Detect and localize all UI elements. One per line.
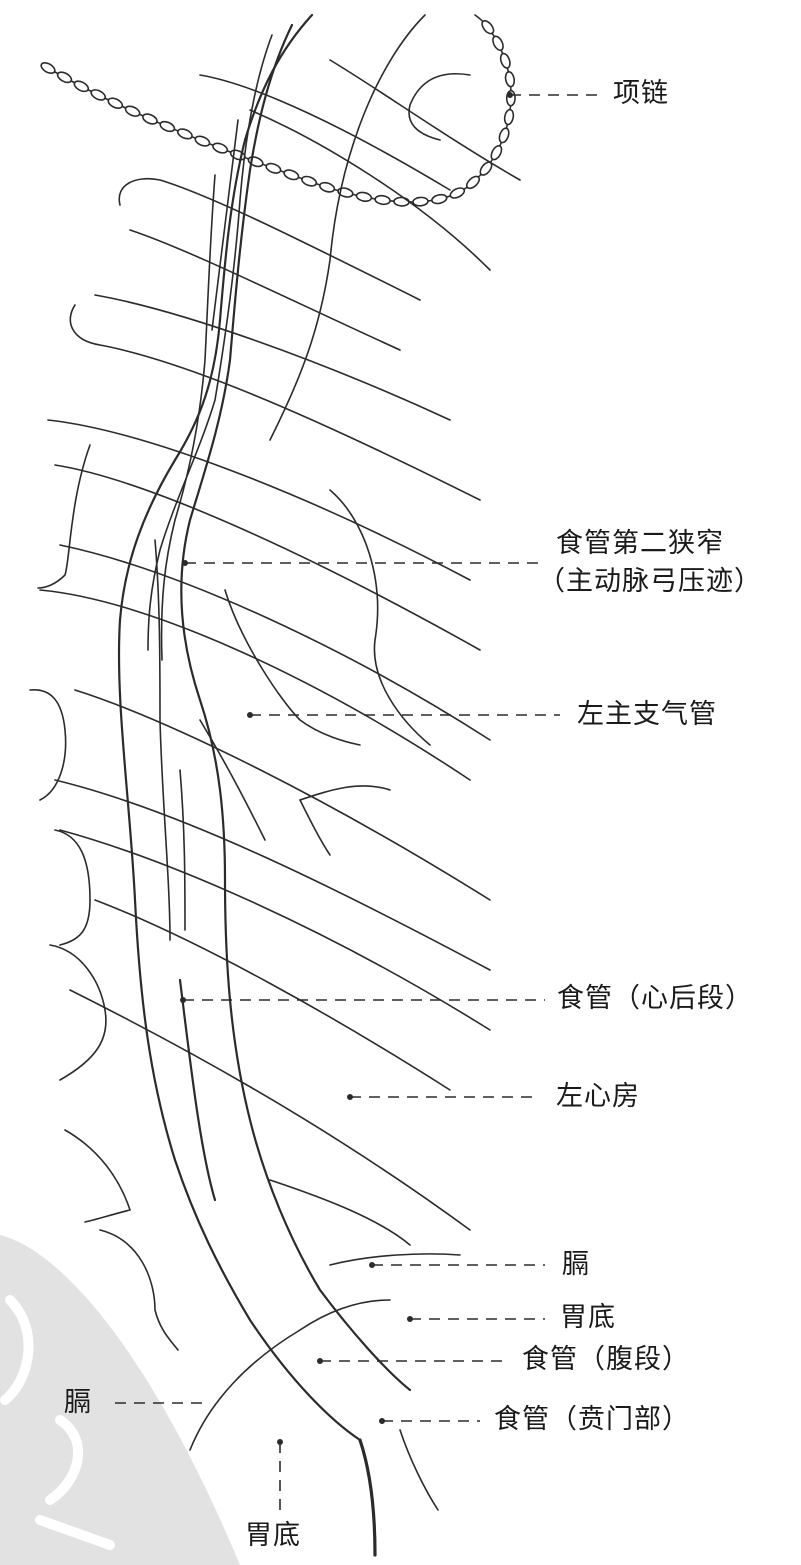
necklace-bead — [265, 162, 282, 174]
necklace-bead — [393, 196, 410, 207]
esophagus — [117, 13, 412, 1557]
label-diaphragm-left: 膈 — [64, 1387, 92, 1418]
watermark-shape — [0, 1235, 240, 1565]
necklace-bead — [56, 71, 73, 84]
necklace-bead — [449, 187, 466, 199]
label-left-atrium: 左心房 — [556, 1081, 640, 1112]
necklace-bead — [319, 181, 336, 193]
necklace-bead — [431, 193, 448, 205]
necklace-bead — [481, 19, 495, 35]
necklace-bead — [283, 169, 300, 181]
rib-outlines — [29, 14, 521, 1351]
necklace-bead — [503, 108, 515, 126]
necklace-bead — [90, 89, 106, 101]
necklace-bead — [194, 135, 211, 147]
label-fundus-right: 胃底 — [560, 1302, 616, 1333]
label-esophagus-abdominal: 食管（腹段） — [522, 1344, 690, 1375]
necklace-bead — [355, 191, 373, 202]
necklace-bead — [40, 61, 56, 75]
label-aortic-arch-impression: （主动脉弓压迹） — [538, 566, 762, 597]
necklace-bead — [212, 142, 229, 154]
label-necklace: 项链 — [613, 78, 669, 109]
label-second-narrowing: 食管第二狭窄 — [556, 528, 724, 559]
label-esophagus-retrocardiac: 食管（心后段） — [557, 983, 753, 1014]
necklace-bead — [412, 196, 429, 207]
watermark-glyph — [0, 1295, 115, 1550]
necklace-bead — [124, 105, 141, 117]
necklace-bead — [490, 145, 503, 161]
necklace-bead — [492, 35, 504, 52]
necklace-bead — [107, 97, 124, 109]
label-diaphragm-right: 膈 — [562, 1249, 590, 1280]
necklace-bead — [142, 113, 158, 125]
label-fundus-bottom: 胃底 — [245, 1520, 301, 1551]
necklace-bead — [498, 127, 510, 144]
necklace-bead — [73, 80, 90, 93]
necklace-bead — [301, 175, 318, 187]
leader-lines — [115, 92, 600, 1515]
necklace-bead — [504, 70, 516, 88]
necklace-bead — [465, 175, 481, 190]
label-esophagus-cardia: 食管（贲门部） — [494, 1404, 690, 1435]
necklace-bead — [176, 128, 193, 140]
necklace-bead — [337, 187, 354, 198]
label-left-main-bronchus: 左主支气管 — [577, 699, 717, 730]
necklace — [40, 14, 516, 207]
necklace-bead — [499, 52, 511, 69]
necklace-bead — [159, 120, 176, 133]
necklace-bead — [374, 194, 391, 206]
